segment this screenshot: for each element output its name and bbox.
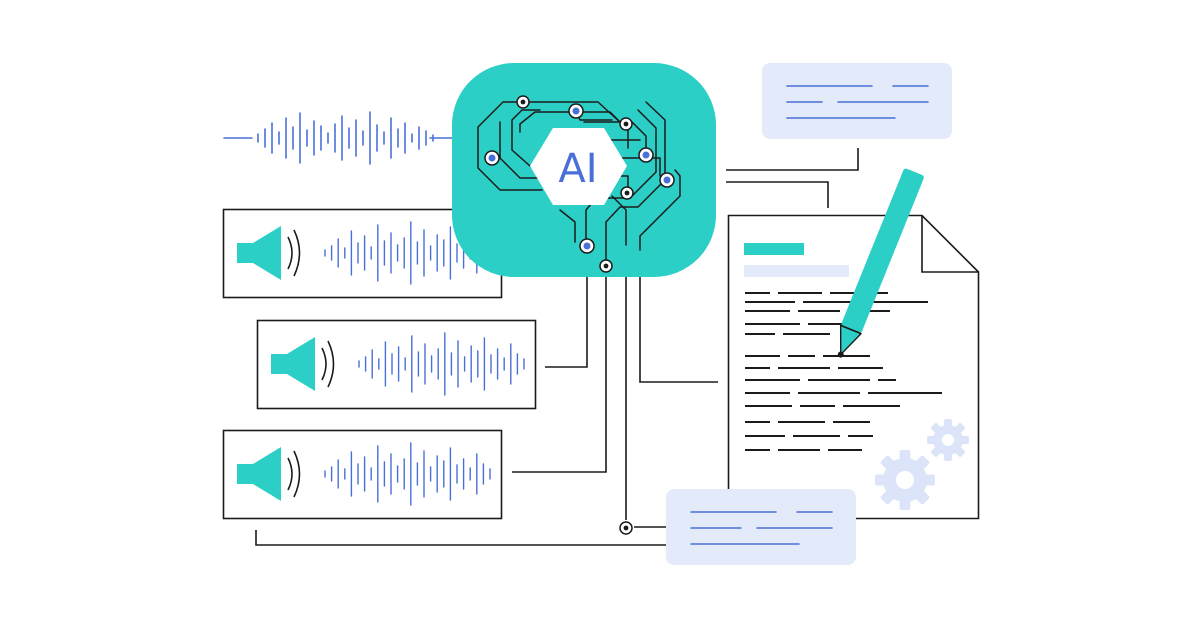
gear-tooth [931, 423, 941, 433]
gear-tooth [955, 423, 965, 433]
gear-tooth [916, 455, 930, 469]
gear-tooth [944, 453, 952, 461]
pen-icon [837, 168, 924, 358]
gear-icon [927, 419, 969, 461]
audio-clip-2 [256, 319, 537, 410]
audio-waveform [324, 442, 491, 506]
text-output-card-top [762, 63, 952, 139]
speaker-icon [271, 337, 335, 391]
speaker-icon [237, 226, 301, 280]
gear-tooth [944, 419, 952, 427]
gear-icon [875, 450, 935, 510]
gear-tooth [899, 450, 911, 460]
ai-hexagon: AI [530, 128, 627, 205]
gear-tooth [880, 491, 894, 505]
gear-tooth [925, 474, 935, 486]
audio-clip-3 [222, 429, 503, 520]
speaker-icon [237, 447, 301, 501]
gear-tooth [961, 436, 969, 444]
ai-hub: AI [452, 63, 716, 535]
audio-waveform [358, 332, 525, 396]
floating-waveform [223, 111, 453, 165]
text-output-card-bottom [666, 489, 856, 565]
doc-heading-bar [744, 243, 804, 255]
gear-tooth [955, 447, 965, 457]
gear-tooth [899, 500, 911, 510]
document-icon [727, 214, 980, 520]
gear-tooth [931, 447, 941, 457]
gear-tooth [880, 455, 894, 469]
brain-circuit-icon [477, 101, 681, 263]
gear-tooth [916, 491, 930, 505]
ai-label: AI [558, 146, 597, 192]
gear-tooth [875, 474, 885, 486]
doc-subheading-bar [744, 265, 849, 277]
gear-tooth [927, 436, 935, 444]
circuit-nodes [484, 95, 675, 535]
